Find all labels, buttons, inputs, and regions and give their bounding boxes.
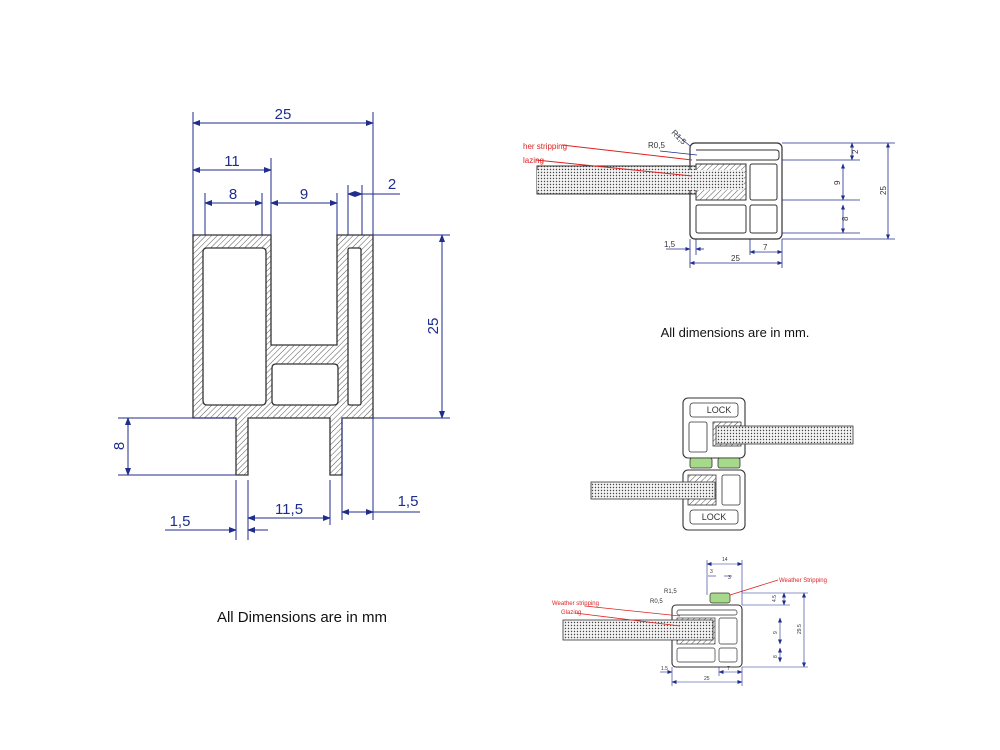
dim-1-5: 1,5 [664,240,676,249]
dim-channel: 9 [300,186,308,203]
dim-7: 7 [763,243,768,252]
top-weather-strip [709,592,731,604]
dim-leg-height: 8 [111,442,128,450]
label-weather-stripping-top: Weather Stripping [779,578,827,584]
dim-25-bottom: 25 [704,676,710,682]
radius-r1-5: R1,5 [670,128,689,147]
dim-9-bottom: 9 [773,631,779,634]
dim-9: 9 [833,180,842,185]
dim-1-5-bottom: 1.5 [661,666,668,672]
dim-14: 14 [722,557,728,563]
dim-left-to-mid: 11 [224,153,240,170]
dim-3-right: 3 [728,575,731,581]
dim-25-vertical: 25 [879,186,888,195]
profile-section [192,234,374,476]
dim-leg-right: 1,5 [398,493,419,510]
dim-overall-width: 25 [275,106,292,123]
dim-4-5: 4.5 [772,595,778,602]
radius-r0-5: R0,5 [648,141,665,150]
bottom-glass-panel [562,619,714,641]
top-right-caption: All dimensions are in mm. [661,325,810,340]
frame-profile [689,142,783,240]
dim-wall-right: 2 [388,176,396,193]
lock-label-top: LOCK [707,405,732,415]
dim-3-left: 3 [710,569,713,575]
radius-r0-5-bottom: R0,5 [650,599,663,605]
lock-label-bottom: LOCK [702,512,727,522]
radius-r1-5-bottom: R1,5 [664,589,677,595]
label-weather-stripping: her stripping [523,142,567,151]
dim-8: 8 [841,216,850,221]
label-glazing-side: Glazing [561,610,581,616]
main-profile-drawing: 25 11 8 9 2 25 8 1,5 11,5 1,5 All Dimens… [111,106,450,626]
dim-7-bottom: 7 [727,666,730,672]
main-caption: All Dimensions are in mm [217,609,387,626]
dim-29-5: 29.5 [797,624,803,634]
dim-8-bottom: 8 [773,655,779,658]
lock-view-drawing: LOCK LOCK [590,397,854,531]
dim-25: 25 [731,254,740,263]
glazing-assembly-drawing: her stripping lazing R1,5 R0,5 [523,128,895,340]
weather-strip-assembly-drawing: Weather Stripping Weather stripping Glaz… [552,557,827,686]
dim-2: 2 [851,149,860,154]
lower-glass-panel [590,481,716,500]
dim-left-chamber: 8 [229,186,237,203]
upper-glass-panel [715,425,854,445]
weather-strip-left [689,457,713,469]
label-weather-stripping-side: Weather stripping [552,601,599,607]
label-glazing: lazing [523,156,544,165]
dim-height: 25 [425,318,442,335]
dim-leg-gap: 11,5 [275,501,303,518]
weather-strip-right [717,457,741,469]
dim-leg-left: 1,5 [170,513,191,530]
